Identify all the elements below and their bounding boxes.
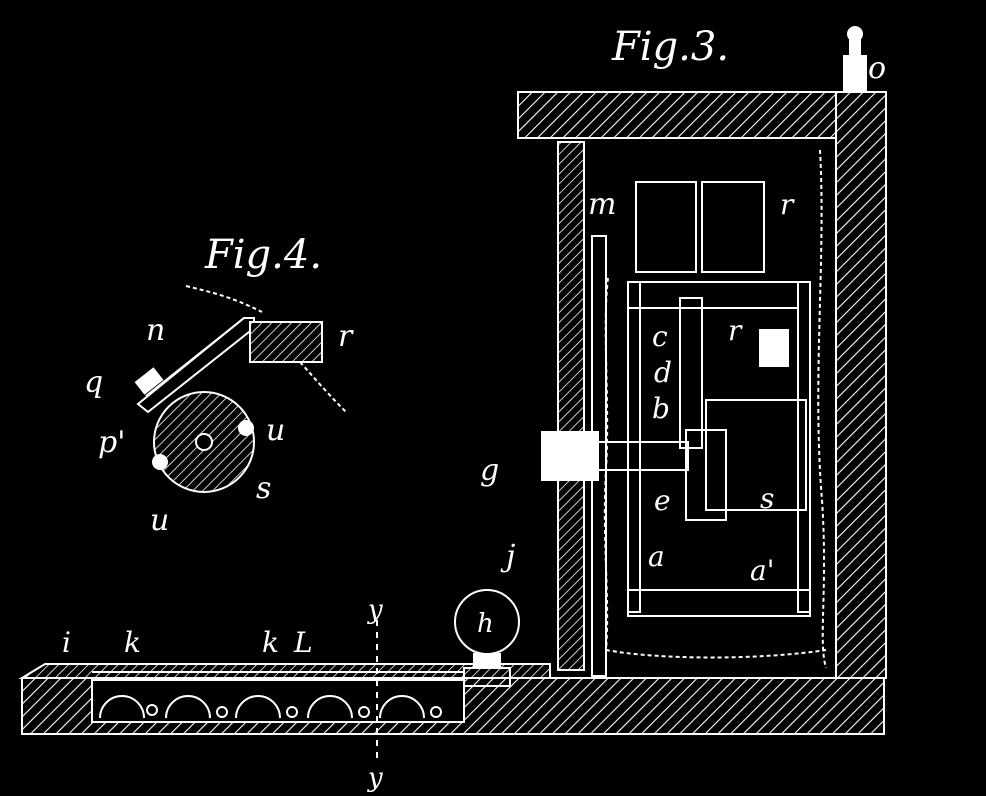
- terminal-neck: [849, 39, 861, 57]
- frame-bottom-bar: [627, 589, 811, 617]
- label-r-mid: r: [728, 314, 743, 347]
- label-k-2: k: [262, 626, 279, 659]
- frame-plate-a-prime: [797, 281, 811, 613]
- label-d: d: [654, 356, 672, 389]
- figure-3: [18, 26, 887, 760]
- label-n: n: [146, 313, 165, 348]
- label-u-bottom: u: [150, 503, 169, 538]
- pinion-b: [685, 429, 727, 521]
- fig4-wire-top: [185, 285, 263, 313]
- terminal-knob: [847, 26, 863, 42]
- label-r-fig4: r: [338, 319, 354, 354]
- wheel-s-hub: [195, 433, 213, 451]
- label-k-1: k: [124, 626, 141, 659]
- label-b: b: [652, 392, 670, 425]
- label-o: o: [868, 51, 886, 86]
- cabinet-top: [517, 91, 837, 139]
- electromagnets-m: [635, 181, 765, 273]
- cabinet-left-wall: [557, 141, 585, 671]
- label-s-fig4: s: [256, 471, 271, 506]
- label-c: c: [652, 320, 668, 353]
- shaft-c-d: [679, 297, 703, 449]
- small-ball-2: [216, 706, 228, 718]
- label-g: g: [480, 453, 499, 488]
- axle-g: [541, 431, 689, 481]
- axle-hub: [541, 431, 599, 481]
- small-ball-5: [430, 706, 442, 718]
- small-ball-4: [358, 706, 370, 718]
- rail-channel: [91, 679, 465, 723]
- label-y-top: y: [367, 595, 383, 625]
- rail-balls: [99, 695, 442, 719]
- gear-wheel-s: [705, 399, 807, 511]
- bulb-h: [454, 589, 520, 687]
- small-ball-3: [286, 706, 298, 718]
- contact-block-r: [759, 329, 789, 367]
- label-m: m: [588, 187, 616, 222]
- ball-arch-2: [165, 695, 211, 719]
- bulb-base: [463, 667, 511, 687]
- label-a-prime: a': [750, 554, 774, 587]
- ball-arch-1: [99, 695, 145, 719]
- block-r: [249, 321, 323, 363]
- label-L: L: [293, 626, 313, 659]
- axle-shaft: [597, 441, 689, 471]
- label-r-top: r: [780, 188, 795, 221]
- label-q: q: [84, 365, 103, 400]
- ball-arch-4: [307, 695, 353, 719]
- wire-bottom: [605, 649, 827, 659]
- ball-arch-3: [235, 695, 281, 719]
- label-h: h: [477, 609, 494, 639]
- wire-left: [603, 277, 609, 651]
- small-ball-1: [146, 704, 158, 716]
- label-u-top: u: [266, 413, 285, 448]
- wire-right: [817, 149, 827, 669]
- terminal-post: [843, 55, 867, 93]
- terminal-o: [843, 26, 867, 93]
- ball-arch-5: [379, 695, 425, 719]
- fig4-title: Fig.4.: [204, 232, 322, 278]
- fig3-title: Fig.3.: [611, 24, 729, 70]
- label-p: p': [98, 425, 125, 460]
- pin-u-top: [238, 420, 254, 436]
- label-a: a: [648, 540, 665, 573]
- label-s: s: [760, 482, 774, 515]
- cabinet-right-wall: [835, 91, 887, 679]
- lever-n-edge: [145, 317, 245, 397]
- label-i: i: [62, 626, 71, 659]
- screw-q: [134, 367, 164, 395]
- bulb-socket: [473, 653, 501, 669]
- magnet-coil-left: [635, 181, 697, 273]
- magnet-coil-right: [701, 181, 765, 273]
- pin-u-bottom: [152, 454, 168, 470]
- label-e: e: [654, 484, 671, 517]
- label-y-bottom: y: [367, 763, 383, 793]
- frame-plate-a: [627, 281, 641, 613]
- figure-4: [134, 285, 347, 493]
